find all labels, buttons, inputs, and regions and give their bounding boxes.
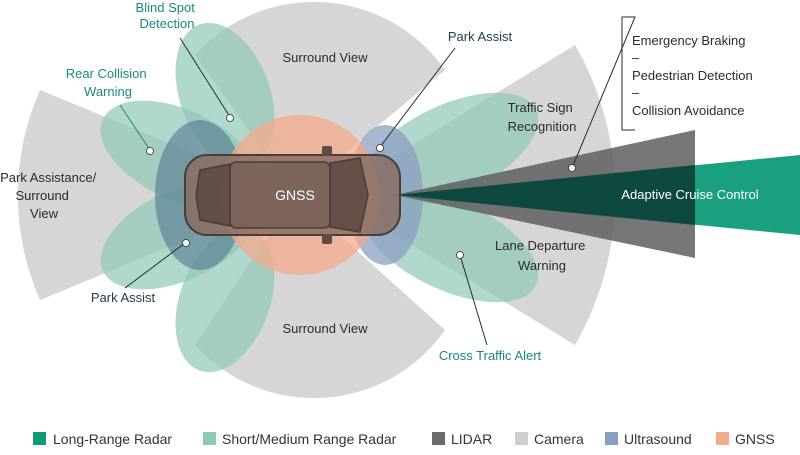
leader-park-assist-top bbox=[379, 47, 456, 148]
legend-swatch-camera bbox=[515, 432, 528, 445]
camera-zone-bottom bbox=[195, 195, 445, 399]
label-adaptive-cruise: Adaptive Cruise Control bbox=[621, 187, 758, 202]
leader-rear-collision bbox=[119, 104, 151, 151]
legend-label-ultrasound: Ultrasound bbox=[624, 431, 692, 447]
leader-park-assist-bottom bbox=[124, 242, 186, 289]
label-park-assist-bottom: Park Assist bbox=[91, 290, 156, 305]
label-rear-collision: Rear Collision Warning bbox=[66, 66, 151, 99]
label-emergency-list: Emergency Braking – Pedestrian Detection… bbox=[632, 33, 756, 118]
marker-rear-collision bbox=[146, 147, 154, 155]
legend-label-camera: Camera bbox=[534, 431, 584, 447]
legend-swatch-short-medium-radar bbox=[203, 432, 216, 445]
legend-label-lidar: LIDAR bbox=[451, 431, 492, 447]
gnss-car-label: GNSS bbox=[275, 187, 315, 203]
label-surround-view-bottom: Surround View bbox=[282, 321, 368, 336]
label-park-assistance-surround: Park Assistance/ Surround View bbox=[0, 170, 100, 221]
legend-swatch-gnss bbox=[716, 432, 729, 445]
car-mirror-bottom bbox=[322, 234, 332, 244]
legend-label-long-range-radar: Long-Range Radar bbox=[53, 431, 172, 447]
label-traffic-sign: Traffic Sign Recognition bbox=[508, 100, 577, 134]
legend-swatch-lidar bbox=[432, 432, 445, 445]
legend-label-gnss: GNSS bbox=[735, 431, 775, 447]
car-mirror-top bbox=[322, 146, 332, 156]
beam-overlap bbox=[395, 165, 695, 225]
legend-label-short-medium-radar: Short/Medium Range Radar bbox=[222, 431, 397, 447]
label-surround-view-top: Surround View bbox=[282, 50, 368, 65]
legend-swatch-ultrasound bbox=[605, 432, 618, 445]
camera-zone-top bbox=[195, 1, 445, 196]
marker-park-assist-top bbox=[376, 144, 384, 152]
marker-cross-traffic bbox=[456, 251, 464, 259]
leader-cross-traffic bbox=[459, 254, 488, 346]
marker-blind-spot bbox=[226, 114, 234, 122]
marker-park-assist-bottom bbox=[182, 239, 190, 247]
leader-blind-spot bbox=[179, 37, 231, 118]
leader-markers bbox=[146, 114, 576, 259]
car-windshield bbox=[329, 157, 369, 233]
leader-lines bbox=[119, 16, 636, 346]
car-rear-window bbox=[195, 163, 231, 227]
legend: Long-Range Radar Short/Medium Range Rada… bbox=[33, 431, 775, 447]
label-blind-spot: Blind Spot Detection bbox=[136, 0, 199, 31]
marker-emergency bbox=[568, 164, 576, 172]
car-top-view: GNSS bbox=[184, 146, 401, 244]
emergency-bracket bbox=[621, 16, 635, 131]
label-lane-departure: Lane Departure Warning bbox=[495, 238, 589, 273]
label-park-assist-top: Park Assist bbox=[448, 29, 513, 44]
legend-swatch-long-range-radar bbox=[33, 432, 46, 445]
label-cross-traffic: Cross Traffic Alert bbox=[439, 348, 542, 363]
